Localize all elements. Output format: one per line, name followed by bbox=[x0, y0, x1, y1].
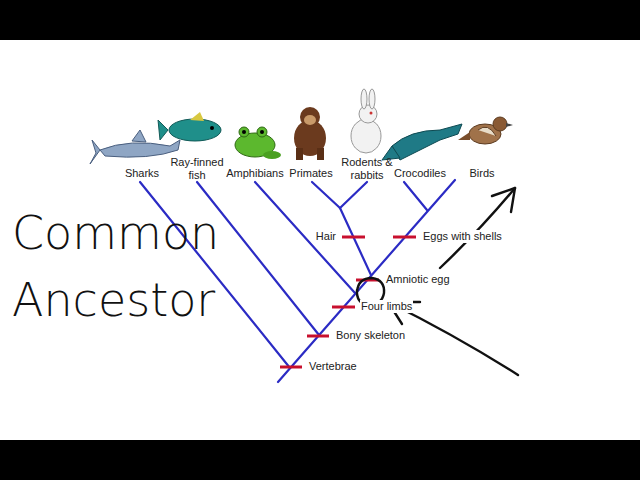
trait-ticks bbox=[280, 237, 416, 367]
taxon-label: Rodents & rabbits bbox=[336, 156, 398, 181]
taxon-label: Sharks bbox=[125, 167, 159, 180]
fish-picture bbox=[158, 112, 221, 141]
taxon-label: Birds bbox=[469, 167, 494, 180]
handdrawn-annotations bbox=[357, 188, 518, 375]
trait-label: Hair bbox=[315, 230, 337, 243]
taxon-label: Ray-finned fish bbox=[166, 156, 228, 181]
trait-label: Amniotic egg bbox=[385, 273, 451, 286]
trait-label: Eggs with shells bbox=[422, 230, 503, 243]
bird-picture bbox=[458, 117, 513, 144]
handwritten-title: Common Ancestor bbox=[12, 200, 237, 333]
pointer-arrow bbox=[440, 188, 515, 268]
taxon-label: Crocodiles bbox=[394, 167, 446, 180]
taxon-label: Primates bbox=[289, 167, 332, 180]
frog-picture bbox=[235, 127, 281, 159]
white-ground bbox=[0, 40, 640, 440]
chimp-picture bbox=[294, 107, 326, 160]
trait-label: Bony skeleton bbox=[335, 329, 406, 342]
taxon-label: Amphibians bbox=[226, 167, 283, 180]
rabbit-picture bbox=[351, 89, 381, 153]
shark-picture bbox=[90, 130, 180, 164]
crocodile-picture bbox=[382, 124, 462, 160]
arrowhead bbox=[492, 188, 515, 212]
trait-label: Four limbs bbox=[360, 300, 413, 313]
pointer-arrow bbox=[388, 302, 518, 375]
trait-label: Vertebrae bbox=[308, 360, 358, 373]
